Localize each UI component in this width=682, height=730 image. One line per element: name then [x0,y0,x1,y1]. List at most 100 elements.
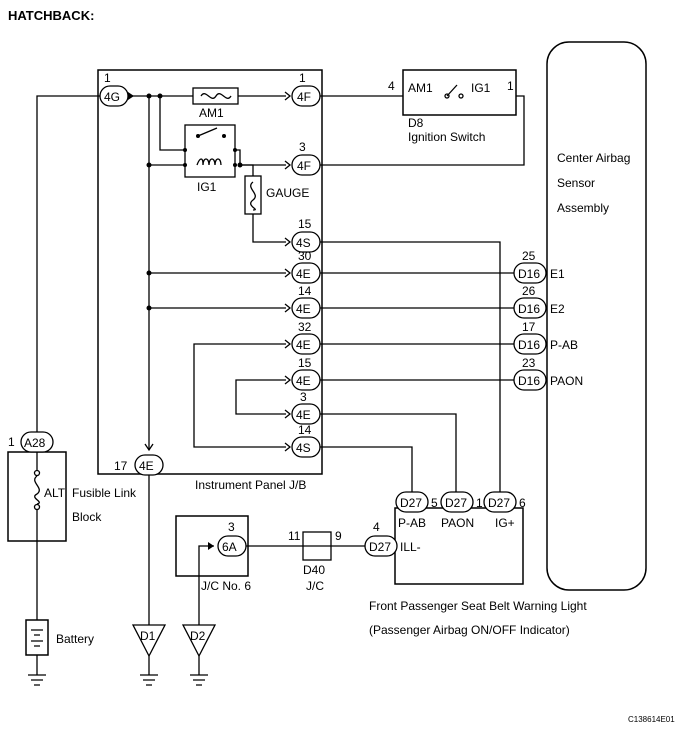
junction-dot [146,270,152,276]
figure-code: C138614E01 [628,715,675,724]
am1-fuse-label: AM1 [199,106,224,120]
svg-text:4E: 4E [296,302,311,316]
svg-text:14: 14 [298,423,312,437]
ignition-contact-a [444,93,450,99]
gauge-fuse-element [250,181,256,211]
connector-d16-e1: D16 25 E1 [513,249,565,284]
jc-d40-pin-left: 11 [288,529,301,543]
svg-text:D27: D27 [445,496,467,510]
warning-light-igp-label: IG+ [495,516,515,530]
connector-4f-3: 4F 3 [284,140,321,176]
relay-terminal [233,163,237,167]
jc-d40-pin-right: 9 [335,529,342,543]
connector-d27-ill: D27 4 [364,520,398,557]
wire-4e32-loop [193,343,286,448]
wire-4e3-to-d27-paon [320,413,457,492]
svg-text:4: 4 [373,520,380,534]
junction-dot [146,305,152,311]
svg-text:3: 3 [228,520,235,534]
junction-dot [146,93,152,99]
battery-plates [31,629,43,647]
svg-text:17: 17 [114,459,128,473]
ignition-am1-label: AM1 [408,81,433,95]
warning-light-caption-2: (Passenger Airbag ON/OFF Indicator) [369,623,570,637]
svg-text:D27: D27 [400,496,422,510]
jc-d40-id: D40 [303,563,325,577]
svg-text:26: 26 [522,284,536,298]
svg-text:E2: E2 [550,302,565,316]
ignition-switch-id: D8 [408,116,424,130]
diagram-title: HATCHBACK: [8,8,94,23]
svg-text:P-AB: P-AB [550,338,578,352]
connector-d16-pab: D16 17 P-AB [513,320,578,355]
wire-alt-to-4g [36,95,100,432]
jc-d40-label: J/C [306,579,324,593]
svg-text:17: 17 [522,320,536,334]
junction-dot [146,162,152,168]
connector-4s-15: 4S 15 [284,217,321,253]
instrument-panel-jb-box [97,69,323,475]
svg-text:5: 5 [431,496,438,510]
svg-text:1: 1 [299,71,306,85]
ignition-switch-box [402,69,517,116]
center-airbag-sensor-box [546,41,647,591]
relay-terminal [233,148,237,152]
relay-contact [222,134,226,138]
battery-label: Battery [56,632,94,646]
svg-text:6: 6 [519,496,526,510]
fusible-link-label-1: Fusible Link [72,486,137,500]
am1-fuse-element [200,93,232,99]
ig1-relay [184,124,236,178]
connector-d27-igp: D27 6 [483,491,526,513]
svg-text:32: 32 [298,320,312,334]
connector-6a: 6A 3 [208,520,247,557]
svg-text:4E: 4E [139,459,154,473]
svg-text:4E: 4E [296,338,311,352]
connector-d16-e2: D16 26 E2 [513,284,565,319]
wire-relay-feed [159,96,185,151]
svg-text:D27: D27 [488,496,510,510]
connector-d16-paon: D16 23 PAON [513,356,583,391]
ignition-ig1-label: IG1 [471,81,491,95]
airbag-sensor-line2: Sensor [557,176,595,190]
svg-text:4E: 4E [296,408,311,422]
junction-dot [237,162,243,168]
svg-text:1: 1 [8,435,15,449]
gauge-fuse-label: GAUGE [266,186,309,200]
svg-text:23: 23 [522,356,536,370]
ignition-pin-am1: 4 [388,79,395,93]
alt-link-terminal [33,503,41,511]
svg-text:D16: D16 [518,374,540,388]
svg-text:4G: 4G [104,90,120,104]
ground-d1: D1 [131,624,167,686]
warning-light-caption-1: Front Passenger Seat Belt Warning Light [369,599,587,613]
jc6-box [175,515,249,577]
airbag-sensor-line3: Assembly [557,201,609,215]
junction-dot [157,93,163,99]
gauge-fuse [244,175,262,215]
svg-text:25: 25 [522,249,536,263]
connector-4e-14: 4E 14 [284,284,321,319]
fusible-link-label-2: Block [72,510,102,524]
connector-4f-1: 4F 1 [284,71,321,107]
alt-fuse-label: ALT [44,486,66,500]
wire-ignition-to-4f3 [320,95,525,166]
connector-d27-pab: D27 5 [395,491,438,513]
svg-text:4E: 4E [296,267,311,281]
ig1-relay-label: IG1 [197,180,217,194]
connector-d27-paon: D27 1 [440,491,483,513]
svg-text:A28: A28 [24,436,46,450]
wire-4e15-loop [235,379,286,415]
connector-4g: 4G 1 [99,71,134,107]
airbag-sensor-line1: Center Airbag [557,151,630,165]
alt-fuse-element [34,475,40,505]
wire-relay-to-gauge [240,164,254,176]
svg-text:30: 30 [298,249,312,263]
relay-coil [196,158,222,166]
connector-4e-30: 4E 30 [284,249,321,284]
connector-4e-17: 4E 17 [114,443,164,476]
battery-ground-icon [28,674,46,686]
wire-4s14-to-d27-pab [320,446,413,492]
warning-light-ill-label: ILL- [400,540,421,554]
